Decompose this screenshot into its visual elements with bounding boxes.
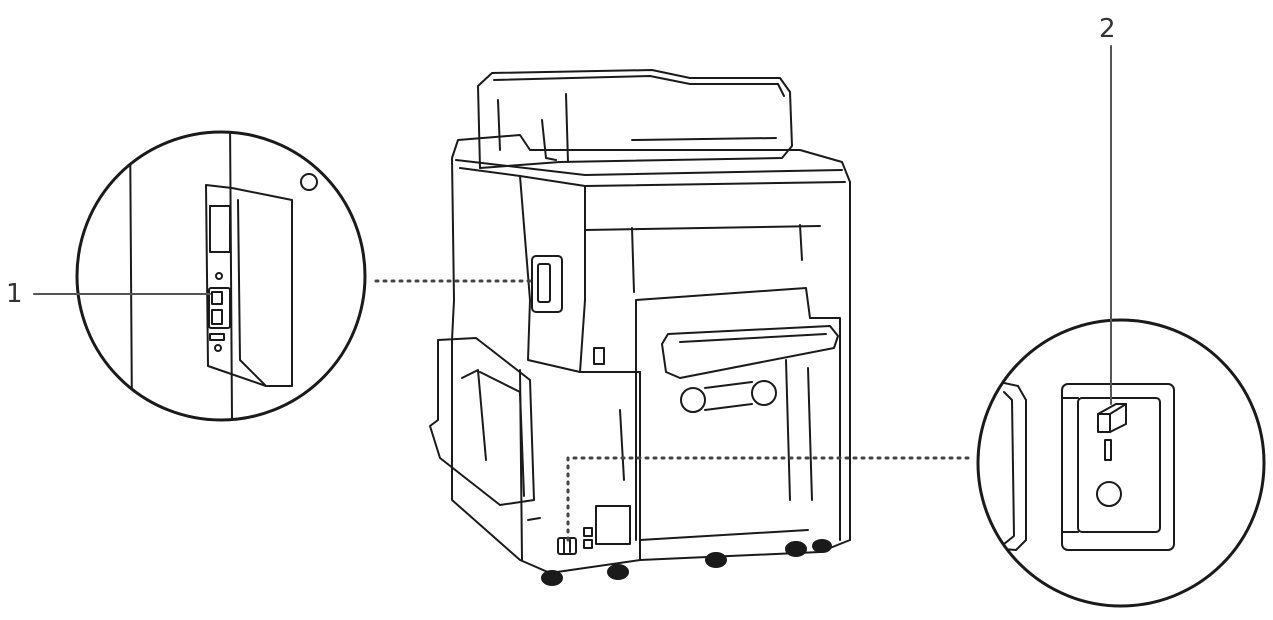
casters <box>541 539 832 586</box>
dotted-leaders <box>374 279 970 542</box>
callout-leaders <box>33 45 1112 405</box>
magnifier-left-circle <box>75 130 367 422</box>
magnifier-right <box>976 318 1266 608</box>
zoom-right-switch-face <box>1097 403 1127 433</box>
zoom-left-small-block <box>209 333 225 341</box>
zoom-left-indicator-bottom <box>214 344 222 352</box>
zoom-left-top-slot <box>209 205 231 253</box>
dotted-leader-2 <box>566 456 970 542</box>
roller-link <box>704 381 753 411</box>
side-rails <box>619 359 813 501</box>
zoom-left-indicator-top <box>215 272 223 280</box>
side-handle-inner <box>537 263 551 303</box>
output-tray-inner <box>461 369 525 497</box>
zoom-right-on-mark <box>1104 439 1112 461</box>
feeder-tray <box>497 99 777 161</box>
zoom-right-plate-inner <box>1077 397 1161 533</box>
zoom-left-panel-lines <box>129 132 233 420</box>
output-tray <box>429 337 535 506</box>
zoom-left-switch-upper <box>211 291 223 305</box>
roller-left <box>680 387 706 413</box>
printer-body <box>429 69 851 586</box>
vent-slot <box>593 347 605 365</box>
small-switch-detail <box>563 537 571 555</box>
caster <box>607 564 629 580</box>
port-label-a <box>595 505 631 545</box>
zoom-left-handle-inner <box>237 199 267 387</box>
zoom-left-switch-lower <box>211 309 223 325</box>
document-feeder <box>477 69 793 169</box>
middle-panel <box>635 287 841 541</box>
zoom-right-plate-outer <box>1061 383 1175 551</box>
magnifier-left <box>75 130 367 422</box>
caster <box>785 541 807 557</box>
caster <box>541 570 563 586</box>
upper-panel <box>579 185 821 373</box>
zoom-right-plate-step <box>1061 397 1079 533</box>
zoom-right-left-panel-inner <box>1003 391 1015 545</box>
zoom-right-switch <box>1097 403 1127 433</box>
cabinet-outline <box>451 134 851 574</box>
zoom-left-switch <box>208 287 231 329</box>
port-label-c <box>583 539 593 549</box>
port-label-b <box>583 527 593 537</box>
bypass-tray <box>661 325 839 379</box>
callout-number-1: 1 <box>6 279 23 309</box>
magnifier-right-circle <box>976 318 1266 608</box>
zoom-right-left-panel <box>989 379 1027 551</box>
left-side-seam <box>519 175 641 373</box>
side-handle <box>531 255 563 313</box>
zoom-right-off-mark <box>1096 481 1122 507</box>
bypass-tray-slot <box>679 333 827 343</box>
roller-right <box>751 380 777 406</box>
caster <box>705 552 727 568</box>
zoom-left-handle-outline <box>205 184 293 387</box>
caster <box>812 539 832 553</box>
cabinet-top-edge <box>455 159 846 187</box>
zoom-left-screw <box>300 173 318 191</box>
seam-lower <box>527 517 541 521</box>
callout-number-2: 2 <box>1099 14 1116 44</box>
lower-cabinet <box>519 369 809 561</box>
